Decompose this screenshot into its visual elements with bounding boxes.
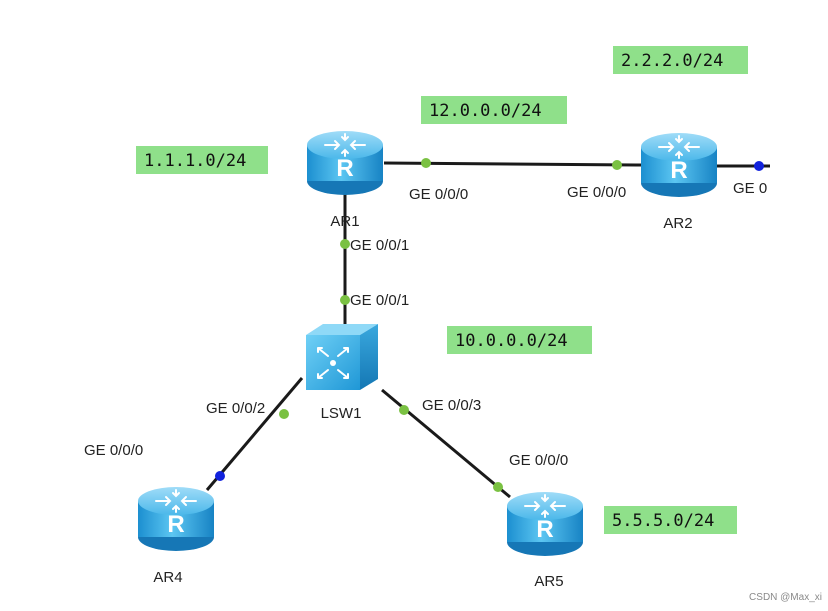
router-icon [137,486,215,552]
svg-text:2.2.2.0/24: 2.2.2.0/24 [621,51,723,71]
router-icon [640,132,718,198]
router-ar5[interactable]: AR5 [506,491,584,590]
port-label-ar2-ge000: GE 0/0/0 [567,184,626,201]
subnet-label-12: 12.0.0.0/24 [421,96,567,124]
router-icon [306,130,384,196]
svg-text:10.0.0.0/24: 10.0.0.0/24 [455,331,568,351]
switch-icon [306,324,378,390]
port-label-ar5-ge000: GE 0/0/0 [509,452,568,469]
svg-text:5.5.5.0/24: 5.5.5.0/24 [612,511,714,531]
switch-lsw1[interactable]: LSW1 [306,324,378,422]
router-ar2[interactable]: AR2 [640,132,718,232]
port-dot-ar1-ge000 [421,158,431,168]
link-lsw1-ar4 [205,377,304,491]
port-label-ar1-ge001: GE 0/0/1 [350,237,409,254]
router-ar1[interactable]: AR1 [306,130,384,230]
port-dot-ar5-ge000 [493,482,503,492]
port-dot-lsw1-ge001 [340,295,350,305]
port-label-ar2-ge-cut: GE 0 [733,180,767,197]
watermark: CSDN @Max_xi [749,592,822,603]
subnet-label-10: 10.0.0.0/24 [447,326,592,354]
port-dot-lsw1-ge003 [399,405,409,415]
device-label-ar2: AR2 [663,215,692,232]
port-dot-ar2-ge000 [612,160,622,170]
port-label-lsw1-ge001: GE 0/0/1 [350,292,409,309]
subnet-label-5-5-5: 5.5.5.0/24 [604,506,737,534]
port-label-ar4-ge000: GE 0/0/0 [84,442,143,459]
port-labels: GE 0/0/0 GE 0/0/0 GE 0 GE 0/0/1 GE 0/0/1… [84,180,767,469]
device-label-ar4: AR4 [153,569,182,586]
device-label-ar5: AR5 [534,573,563,590]
device-label-ar1: AR1 [330,213,359,230]
port-label-lsw1-ge003: GE 0/0/3 [422,397,481,414]
subnet-label-1-1-1: 1.1.1.0/24 [136,146,268,174]
port-dot-ar4-ge000 [215,471,225,481]
router-icon [506,491,584,557]
svg-text:1.1.1.0/24: 1.1.1.0/24 [144,151,246,171]
port-dot-ar1-ge001 [340,239,350,249]
svg-text:12.0.0.0/24: 12.0.0.0/24 [429,101,542,121]
subnet-label-2-2-2: 2.2.2.0/24 [613,46,748,74]
port-dot-ar2-right [754,161,764,171]
port-label-lsw1-ge002: GE 0/0/2 [206,400,265,417]
device-label-lsw1: LSW1 [321,405,362,422]
port-label-ar1-ge000: GE 0/0/0 [409,186,468,203]
port-dots [215,158,764,492]
router-ar4[interactable]: AR4 [137,486,215,586]
port-dot-lsw1-ge002 [279,409,289,419]
